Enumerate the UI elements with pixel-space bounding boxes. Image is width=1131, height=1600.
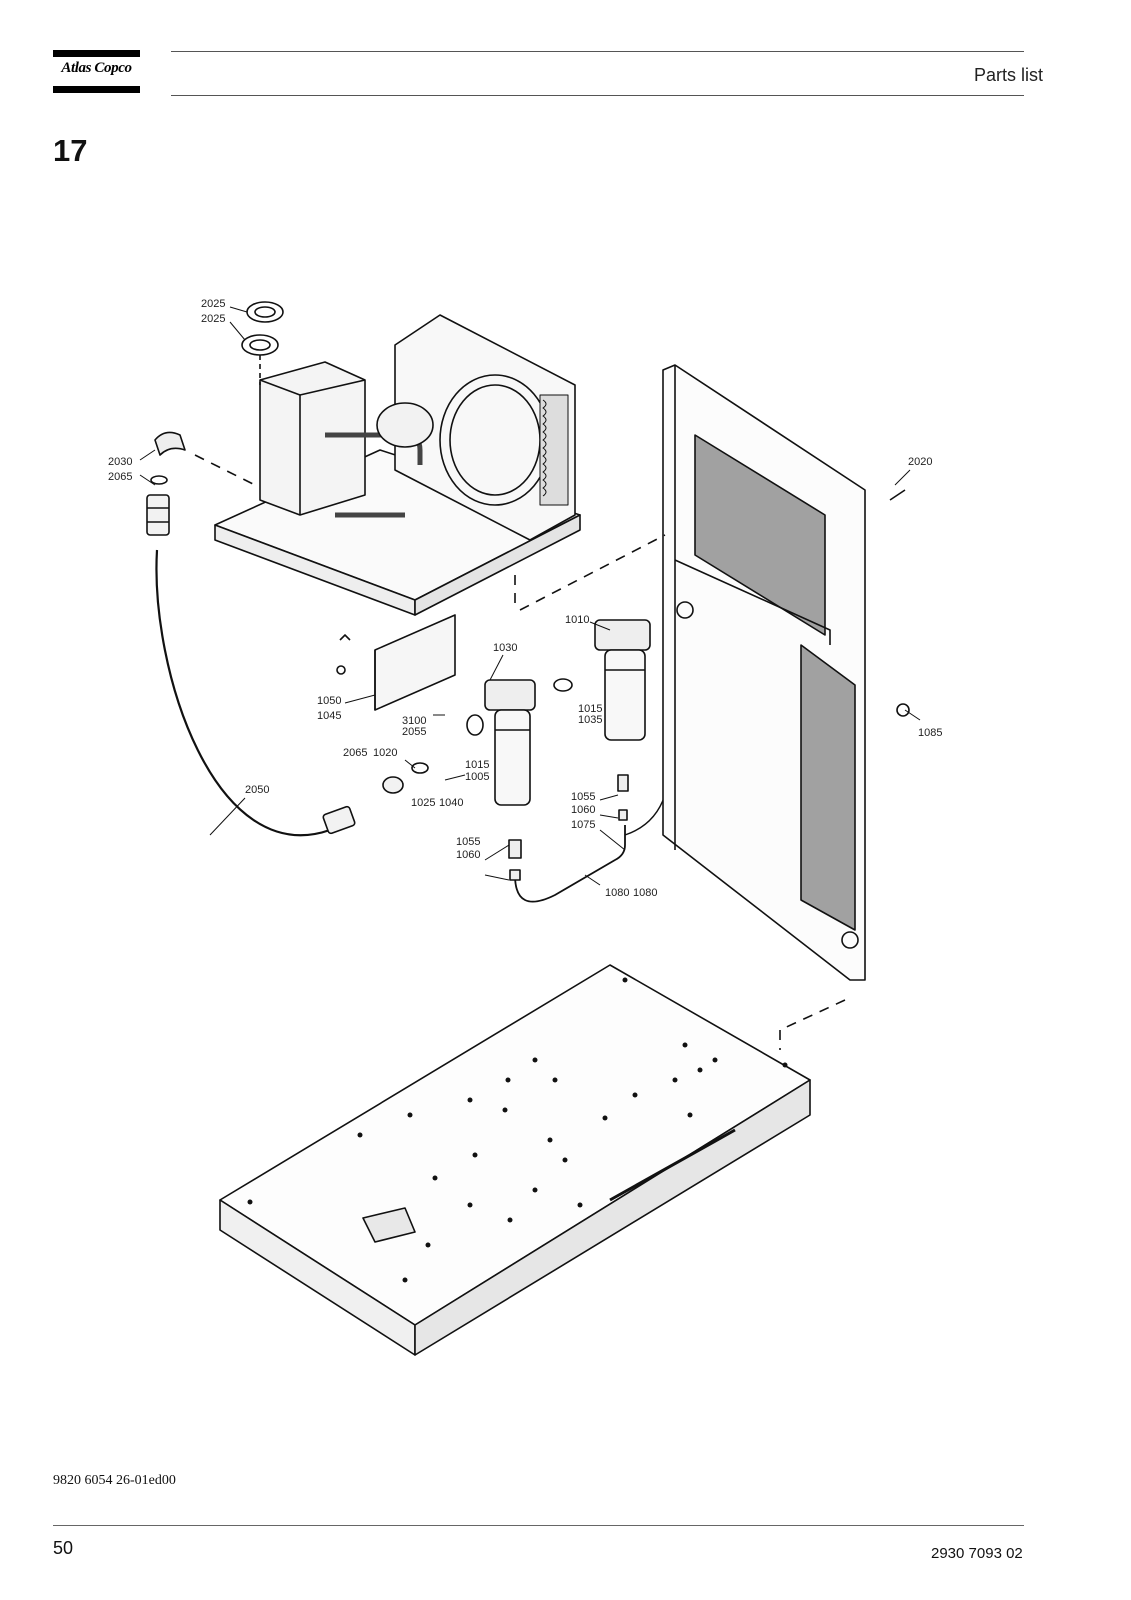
callout-1060-a: 1060	[571, 804, 595, 816]
header-rule-bottom	[171, 95, 1024, 96]
callout-2065-a: 2065	[108, 471, 132, 483]
callout-2025-a: 2025	[201, 298, 225, 310]
callout-1075: 1075	[571, 819, 595, 831]
filter-1005	[466, 679, 536, 806]
flange-2025	[241, 301, 284, 385]
refrigeration-unit	[214, 314, 581, 616]
callout-2025-b: 2025	[201, 313, 225, 325]
elbow-2030	[146, 431, 256, 536]
callout-1005: 1005	[465, 771, 489, 783]
fitting-2065	[322, 762, 429, 835]
page-number: 50	[53, 1538, 74, 1558]
callout-1080-a: 1080	[605, 887, 629, 899]
section-title: Parts list	[974, 65, 1044, 85]
header-rule-top	[171, 51, 1024, 52]
callout-1010: 1010	[565, 614, 589, 626]
callout-1025: 1025	[411, 797, 435, 809]
callout-1040: 1040	[439, 797, 463, 809]
base-frame	[219, 964, 811, 1356]
callout-labels: 2025 2025 2030 2065 2020 1010 1030 1050 …	[108, 298, 942, 899]
filter-1010	[553, 619, 651, 741]
callout-1030: 1030	[493, 642, 517, 654]
callout-1015-a: 1015	[578, 703, 602, 715]
document-reference: 2930 7093 02	[931, 1545, 1023, 1562]
callout-2030: 2030	[108, 456, 132, 468]
drain-fittings	[508, 774, 629, 881]
callout-3100: 3100	[402, 715, 426, 727]
callout-2020: 2020	[908, 456, 932, 468]
callout-1035: 1035	[578, 714, 602, 726]
control-board	[336, 614, 456, 711]
side-panel	[514, 364, 910, 1050]
callout-1045: 1045	[317, 710, 341, 722]
callout-1020: 1020	[373, 747, 397, 759]
callout-1085: 1085	[918, 727, 942, 739]
callout-1080-b: 1080	[633, 887, 657, 899]
exploded-parts-drawing: 2025 2025 2030 2065 2020 1010 1030 1050 …	[108, 298, 942, 1356]
callout-1050: 1050	[317, 695, 341, 707]
callout-2055: 2055	[402, 726, 426, 738]
document-code: 9820 6054 26-01ed00	[53, 1473, 176, 1488]
hose-2050	[155, 549, 331, 837]
callout-2065-b: 2065	[343, 747, 367, 759]
figure-number: 17	[53, 133, 88, 168]
callout-2050: 2050	[245, 784, 269, 796]
atlas-copco-logo: Atlas Copco	[53, 50, 140, 95]
footer-rule	[53, 1525, 1024, 1526]
callout-1055-a: 1055	[571, 791, 595, 803]
callout-1015-b: 1015	[465, 759, 489, 771]
callout-1055-b: 1055	[456, 836, 480, 848]
callout-leaders	[139, 306, 921, 886]
callout-1060-b: 1060	[456, 849, 480, 861]
